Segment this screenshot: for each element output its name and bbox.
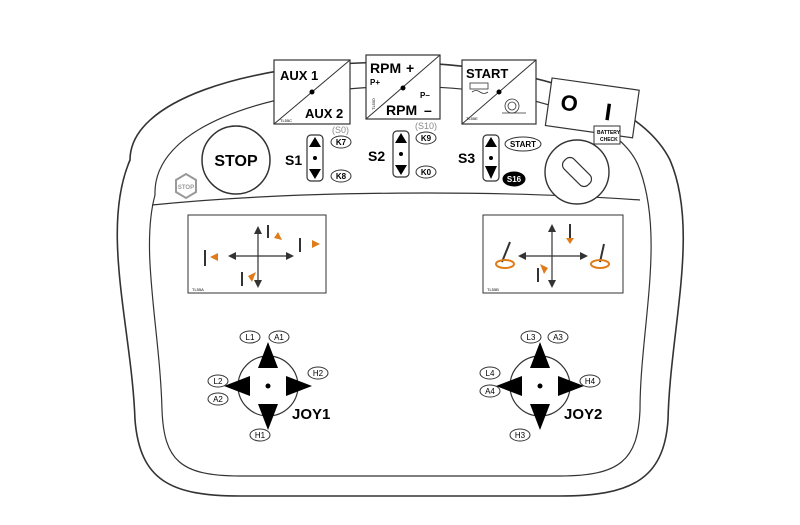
rpm-bottom-label: RPM — [386, 102, 417, 118]
stop-button[interactable]: STOP — [201, 125, 271, 195]
switch-s1[interactable]: S1 (S0) K7 K8 — [285, 125, 352, 183]
power-switch[interactable]: O I — [544, 77, 640, 139]
s3-up-arrow-icon — [485, 137, 497, 147]
joy1-label: JOY1 — [292, 406, 330, 423]
joy1-ml-label: L2 — [214, 377, 223, 386]
joy2-tl-label: L3 — [527, 333, 536, 342]
svg-text:BATTERY: BATTERY — [597, 130, 621, 136]
s3-up-key: START — [510, 140, 536, 149]
s2-up-key: K9 — [421, 134, 432, 143]
snail-icon — [502, 98, 526, 114]
left-function-panel: TL55A — [187, 214, 327, 294]
rpm-button[interactable]: RPM + P+ P– RPM – TL55D — [365, 54, 441, 120]
rpm-top-label: RPM — [370, 60, 401, 76]
joy1-up-arrow-icon — [258, 342, 278, 368]
joystick-1[interactable]: L1 A1 L2 A2 H2 H1 JOY1 — [207, 330, 330, 442]
boom-down-icon — [241, 272, 256, 286]
joy2-right-arrow-icon — [558, 376, 584, 396]
s3-label: S3 — [458, 150, 475, 166]
joy2-up-arrow-icon — [530, 342, 550, 368]
s2-label: S2 — [368, 148, 385, 164]
glowplug-icon — [469, 82, 489, 94]
joy2-b-label: H3 — [515, 431, 526, 440]
joy1-mr-label: H2 — [313, 369, 324, 378]
stop-badge-icon: STOP — [175, 172, 197, 200]
joy2-mr-label: H4 — [585, 377, 596, 386]
right-function-panel: TL55B — [482, 214, 624, 294]
battery-check-label: BATTERY CHECK — [593, 125, 621, 145]
joy1-left-arrow-icon — [224, 376, 250, 396]
svg-text:CHECK: CHECK — [600, 137, 618, 143]
s1-up-key: K7 — [336, 138, 347, 147]
joystick-2[interactable]: L3 A3 L4 A4 H4 H3 JOY2 — [479, 330, 602, 442]
rpm-p-plus: P+ — [370, 78, 380, 87]
s2-up-arrow-icon — [395, 133, 407, 143]
tilt-up-icon — [566, 224, 574, 244]
rpm-bottom-sign: – — [424, 102, 432, 118]
start-label: START — [466, 66, 508, 81]
aux-top-label: AUX 1 — [280, 68, 318, 83]
joy1-tr-label: A1 — [274, 333, 284, 342]
aux-bottom-label: AUX 2 — [305, 106, 343, 121]
tilt-down-icon — [537, 264, 548, 282]
joy2-bl-label: A4 — [485, 387, 495, 396]
left-panel-code: TL55A — [192, 287, 204, 292]
rpm-top-sign: + — [406, 60, 414, 76]
rpm-p-minus: P– — [420, 91, 430, 100]
joy2-tr-label: A3 — [553, 333, 563, 342]
joy2-label: JOY2 — [564, 406, 602, 423]
s1-hint: (S0) — [332, 125, 349, 135]
rpm-code: TL55D — [371, 98, 376, 110]
power-off-label: O — [559, 90, 579, 117]
slew-left-icon — [495, 241, 515, 269]
key-switch[interactable] — [544, 139, 610, 205]
stop-label: STOP — [214, 153, 258, 170]
switch-s2[interactable]: S2 (S10) K9 K0 — [368, 121, 437, 179]
aux-button[interactable]: AUX 1 AUX 2 TL55C — [273, 59, 351, 125]
switch-s3[interactable]: S3 START S16 — [458, 134, 542, 187]
s2-hint: (S10) — [415, 121, 437, 131]
joy2-ml-label: L4 — [486, 369, 495, 378]
joy1-right-arrow-icon — [286, 376, 312, 396]
start-button[interactable]: START TL55E — [461, 59, 537, 125]
joy1-down-arrow-icon — [258, 404, 278, 430]
s1-up-arrow-icon — [309, 137, 321, 147]
boom-right-icon — [299, 238, 320, 252]
power-on-label: I — [603, 99, 613, 127]
boom-left-icon — [204, 250, 218, 266]
s2-down-key: K0 — [421, 168, 432, 177]
s3-down-key: S16 — [507, 175, 522, 184]
joy2-left-arrow-icon — [496, 376, 522, 396]
slew-right-icon — [590, 243, 610, 269]
joy1-bl-label: A2 — [213, 395, 223, 404]
s1-down-arrow-icon — [309, 169, 321, 179]
boom-up-icon — [267, 225, 282, 240]
joy2-down-arrow-icon — [530, 404, 550, 430]
right-panel-code: TL55B — [487, 287, 499, 292]
s1-label: S1 — [285, 152, 302, 168]
s3-down-arrow-icon — [485, 166, 497, 179]
aux-code: TL55C — [280, 118, 292, 123]
s1-down-key: K8 — [336, 172, 347, 181]
joy1-b-label: H1 — [255, 431, 266, 440]
svg-text:STOP: STOP — [178, 185, 194, 191]
s2-down-arrow-icon — [395, 165, 407, 175]
joy1-tl-label: L1 — [246, 333, 255, 342]
start-code: TL55E — [466, 116, 478, 121]
